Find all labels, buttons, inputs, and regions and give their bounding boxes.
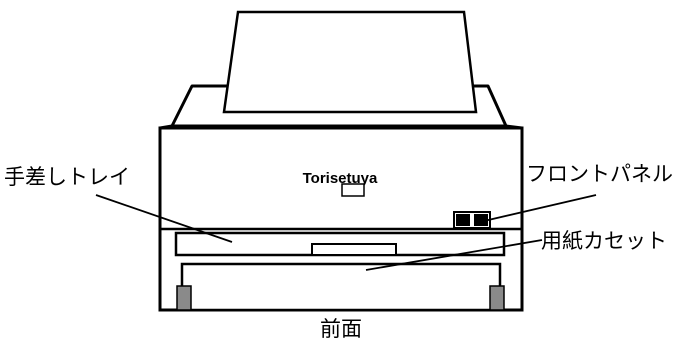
printer-foot-left <box>176 285 192 311</box>
label-manual-tray: 手差しトレイ <box>4 165 130 189</box>
leader-manual-tray <box>95 194 233 243</box>
panel-button-left <box>456 214 470 226</box>
printer-foot-right <box>489 285 505 311</box>
label-front-panel: フロントパネル <box>526 162 673 186</box>
label-paper-cassette: 用紙カセット <box>541 229 667 253</box>
manual-feed-guide <box>311 243 397 256</box>
paper-sheet <box>222 10 478 114</box>
panel-button-right <box>474 214 488 226</box>
label-front-view: 前面 <box>320 317 362 341</box>
brand-label: Torisetuya <box>303 170 378 187</box>
brand-emblem <box>341 183 365 197</box>
leader-front-panel <box>483 194 597 222</box>
leader-paper-cassette <box>365 239 543 271</box>
paper-cassette <box>180 262 502 312</box>
